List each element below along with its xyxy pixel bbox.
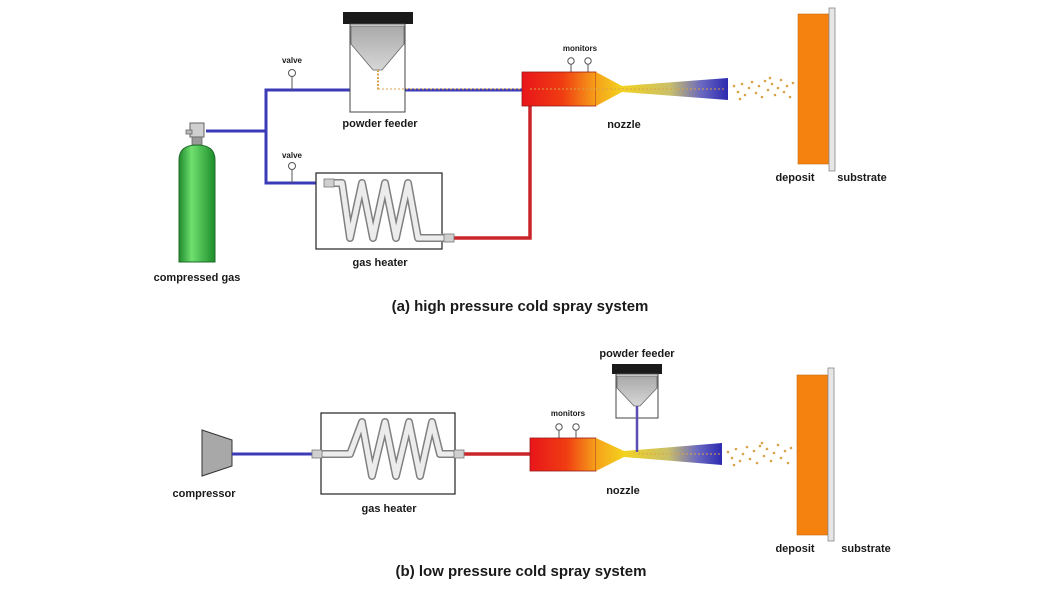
gas-heater-b (311, 412, 465, 495)
spray-gun-a (521, 71, 728, 107)
powder-feeder-a (343, 12, 413, 113)
gas-heater-a (315, 172, 455, 250)
powder-feeder-b (612, 364, 662, 452)
monitors-label-a: monitors (563, 44, 598, 53)
valve-bottom-label-a: valve (282, 151, 303, 160)
valve-top-label-a: valve (282, 56, 303, 65)
hot-gas-line-a (452, 98, 532, 240)
compressor (201, 429, 233, 477)
nozzle-label-b: nozzle (606, 485, 640, 497)
caption-a: (a) high pressure cold spray system (392, 298, 649, 315)
deposit-a (797, 13, 830, 165)
powder-feeder-label-b: powder feeder (599, 348, 675, 360)
gas-heater-label-b: gas heater (361, 503, 417, 515)
substrate-label-a: substrate (837, 172, 887, 184)
substrate-a (828, 7, 836, 172)
gas-heater-label-a: gas heater (352, 257, 408, 269)
particle-spray-a (732, 76, 795, 101)
monitors-a (567, 57, 592, 72)
compressed-gas-label: compressed gas (154, 272, 241, 284)
monitors-b (555, 423, 580, 438)
powder-feeder-label-a: powder feeder (342, 118, 418, 130)
deposit-label-b: deposit (775, 543, 814, 555)
valve-top-a (288, 69, 296, 90)
particle-spray-b (726, 441, 793, 467)
substrate-b (827, 367, 835, 542)
valve-bottom-a (288, 162, 296, 183)
deposit-b (796, 374, 829, 536)
caption-b: (b) low pressure cold spray system (396, 563, 647, 580)
diagram-a: valve valve compressed gas gas heater (154, 7, 887, 315)
gas-cylinder (178, 122, 216, 263)
spray-gun-b (529, 437, 722, 472)
substrate-label-b: substrate (841, 543, 891, 555)
deposit-label-a: deposit (775, 172, 814, 184)
nozzle-label-a: nozzle (607, 119, 641, 131)
monitors-label-b: monitors (551, 409, 586, 418)
compressor-label: compressor (173, 488, 237, 500)
diagram-b: compressor gas heater monitors nozzle (173, 348, 891, 580)
